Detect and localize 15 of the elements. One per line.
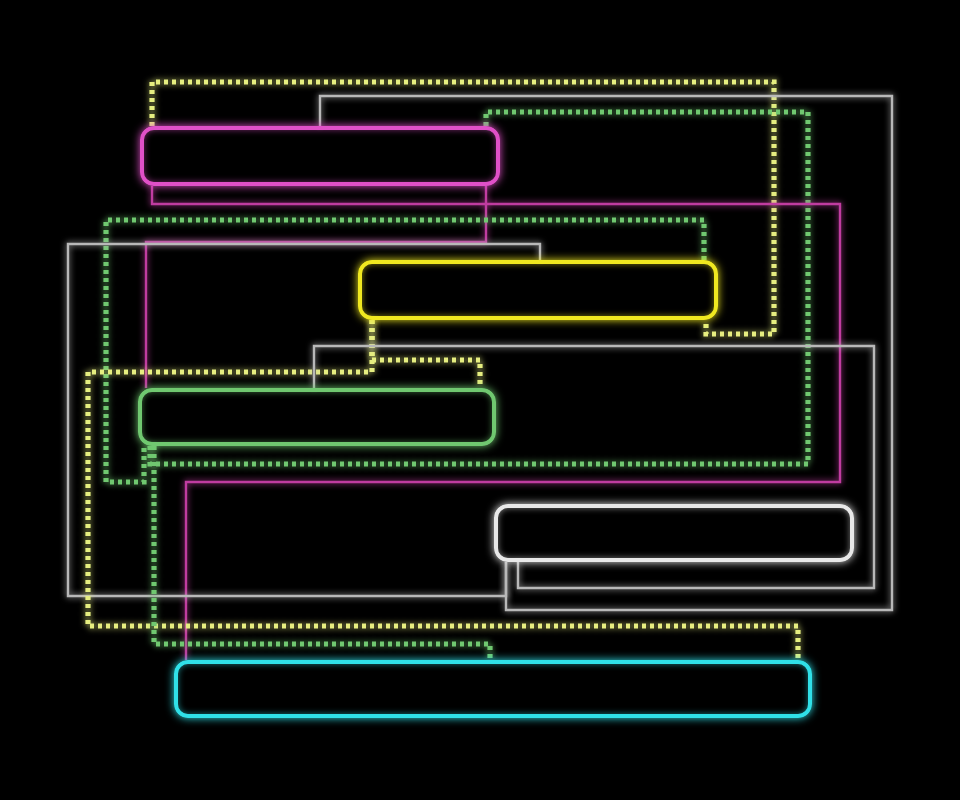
connector: [66, 242, 542, 598]
connector: [103, 217, 707, 485]
empty-box: [358, 260, 718, 320]
empty-box: [138, 388, 496, 446]
empty-box: [494, 504, 854, 562]
empty-box: [174, 660, 812, 718]
connector: [149, 79, 777, 337]
empty-box: [140, 126, 500, 186]
connector: [85, 320, 801, 660]
connector: [144, 186, 488, 388]
connector: [318, 94, 894, 612]
connector: [150, 185, 842, 660]
connector: [151, 446, 493, 660]
connector: [312, 344, 876, 590]
connector: [147, 109, 811, 467]
